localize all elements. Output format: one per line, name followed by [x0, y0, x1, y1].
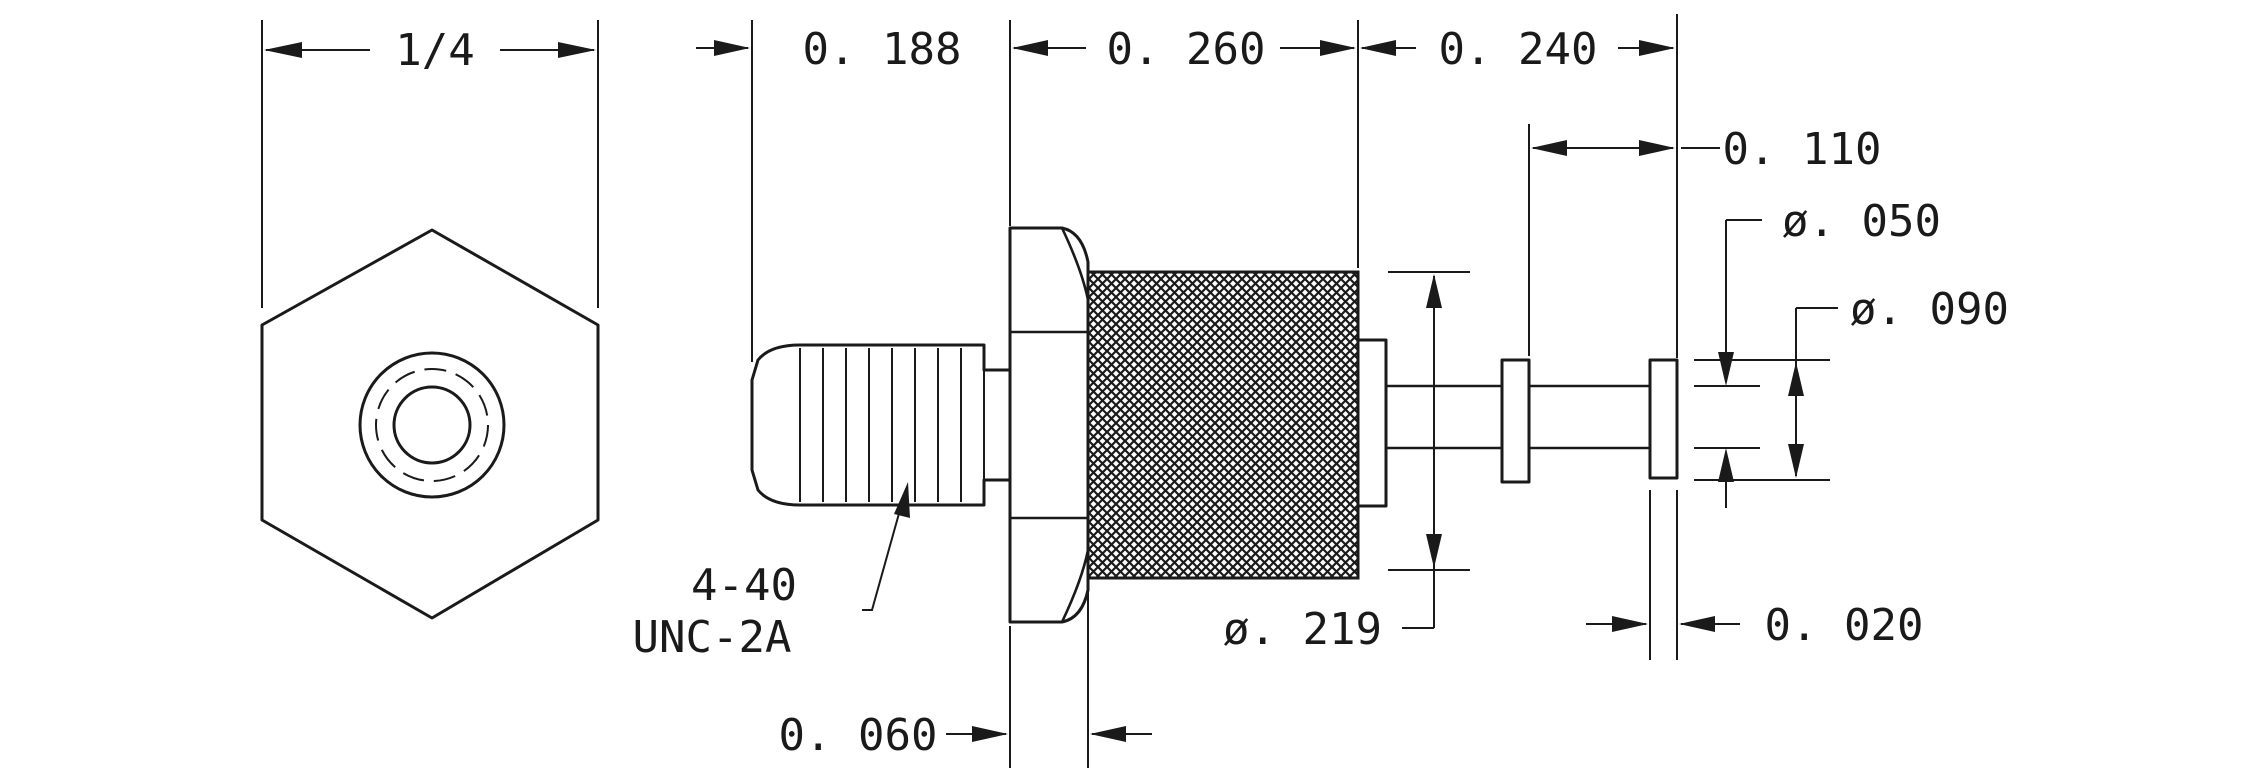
- arrowhead: [1531, 140, 1567, 156]
- knurled-body: [1086, 270, 1360, 580]
- leader-thread-callout: [862, 491, 906, 611]
- arrowhead: [1012, 40, 1048, 56]
- dim-post-length: 0. 240: [1439, 24, 1598, 75]
- hex-thread-circle-dashed: [375, 368, 489, 482]
- arrowhead: [1090, 726, 1126, 742]
- hex-end-view: 1/4: [260, 20, 600, 620]
- dim-thread-length: 0. 188: [803, 24, 962, 75]
- hex-nut-outline: [1008, 226, 1090, 624]
- arrowhead: [1788, 444, 1804, 478]
- arrowhead: [1360, 40, 1396, 56]
- hex-bore: [392, 385, 472, 465]
- dim-tip-offset: 0. 110: [1723, 124, 1882, 175]
- pin-collar: [1500, 358, 1531, 484]
- arrowhead: [1718, 352, 1734, 386]
- dim-pin-diameter: ø. 050: [1782, 196, 1941, 247]
- pin-shaft: [1384, 358, 1679, 484]
- dim-hex-thickness: 0. 060: [779, 710, 938, 761]
- side-view: 0. 188 0. 260 0. 240 0. 110 ø. 050: [633, 14, 2009, 768]
- arrowhead: [972, 726, 1008, 742]
- dim-flange-diameter: ø. 090: [1850, 284, 2009, 335]
- arrowhead: [1718, 448, 1734, 482]
- hex-nut-side: [1008, 226, 1090, 624]
- arrowhead: [558, 42, 596, 58]
- pin-tip-flange: [1648, 358, 1679, 480]
- arrowhead: [1639, 40, 1675, 56]
- arrowhead: [1612, 616, 1648, 632]
- arrowhead: [1639, 140, 1675, 156]
- arrowhead: [894, 482, 910, 518]
- arrowhead: [714, 40, 750, 56]
- thread-body: [750, 343, 1012, 507]
- arrowhead: [1426, 274, 1442, 308]
- shoulder: [1356, 338, 1388, 508]
- dim-flange-thickness: 0. 020: [1765, 600, 1924, 651]
- dim-knurl-length: 0. 260: [1107, 24, 1266, 75]
- thread-callout-class: UNC-2A: [633, 612, 792, 663]
- arrowhead: [1320, 40, 1356, 56]
- arrowhead: [1426, 534, 1442, 568]
- arrowhead: [1679, 616, 1715, 632]
- arrowhead: [1788, 362, 1804, 396]
- arrowhead: [264, 42, 302, 58]
- thread-callout-size: 4-40: [691, 560, 797, 611]
- dim-knurl-diameter: ø. 219: [1223, 604, 1382, 655]
- dim-hex-across-flats: 1/4: [395, 25, 474, 76]
- threaded-shank: [750, 343, 1012, 507]
